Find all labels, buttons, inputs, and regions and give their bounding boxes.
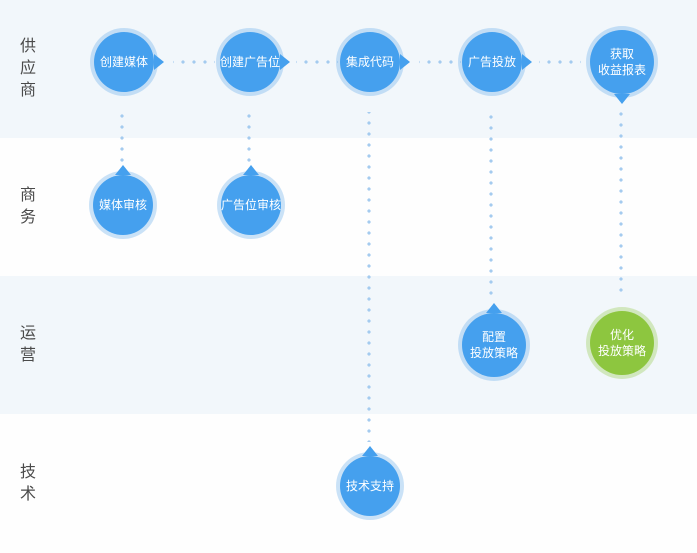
- lane-label-text: 供应商: [19, 38, 36, 99]
- connector-integrate-code-to-tech-support: [367, 112, 371, 442]
- connector-create-ad-slot-to-ad-slot-review: [247, 112, 251, 164]
- node-label: 广告投放: [467, 55, 516, 69]
- node-tech-support: 技术支持: [340, 446, 400, 516]
- node-label: 配置 投放策略: [469, 330, 518, 360]
- arrow-up-icon: [362, 446, 378, 456]
- connector-create-media-to-create-ad-slot: [173, 60, 215, 64]
- lane-label-business: 商务: [16, 138, 40, 276]
- lane-label-text: 技术: [19, 463, 36, 503]
- node-label: 优化 投放策略: [597, 328, 646, 358]
- connector-create-ad-slot-to-integrate-code: [296, 60, 338, 64]
- connector-ad-delivery-to-get-revenue-report: [539, 60, 581, 64]
- arrow-right-icon: [154, 54, 164, 70]
- node-get-revenue-report: 获取 收益报表: [590, 30, 654, 104]
- node-ad-delivery: 广告投放: [462, 32, 532, 92]
- node-create-media: 创建媒体: [94, 32, 164, 92]
- lane-label-supplier: 供应商: [16, 0, 40, 138]
- node-integrate-code: 集成代码: [340, 32, 410, 92]
- arrow-up-icon: [486, 303, 502, 313]
- node-label: 广告位审核: [221, 198, 282, 212]
- node-label: 技术支持: [345, 479, 394, 493]
- connector-create-media-to-media-review: [120, 112, 124, 164]
- node-label: 获取 收益报表: [597, 47, 646, 77]
- node-label: 媒体审核: [98, 198, 147, 212]
- node-label: 集成代码: [345, 55, 394, 69]
- lane-label-technology: 技术: [16, 414, 40, 553]
- arrow-right-icon: [522, 54, 532, 70]
- arrow-up-icon: [115, 165, 131, 175]
- node-label: 创建媒体: [99, 55, 148, 69]
- connector-ad-delivery-to-configure-strategy: [489, 112, 493, 298]
- connector-get-revenue-report-to-optimize-strategy: [619, 109, 623, 295]
- node-optimize-strategy: 优化 投放策略: [590, 311, 654, 375]
- node-ad-slot-review: 广告位审核: [221, 165, 282, 235]
- node-create-ad-slot: 创建广告位: [220, 32, 290, 92]
- arrow-up-icon: [243, 165, 259, 175]
- arrow-right-icon: [400, 54, 410, 70]
- lane-label-operations: 运营: [16, 276, 40, 414]
- lane-band-operations: [0, 276, 697, 414]
- lane-label-text: 运营: [19, 325, 36, 364]
- arrow-down-icon: [614, 94, 630, 104]
- lane-label-text: 商务: [19, 187, 36, 226]
- node-configure-strategy: 配置 投放策略: [462, 303, 526, 377]
- node-label: 创建广告位: [220, 55, 281, 69]
- connector-integrate-code-to-ad-delivery: [419, 60, 461, 64]
- node-media-review: 媒体审核: [93, 165, 153, 235]
- arrow-right-icon: [280, 54, 290, 70]
